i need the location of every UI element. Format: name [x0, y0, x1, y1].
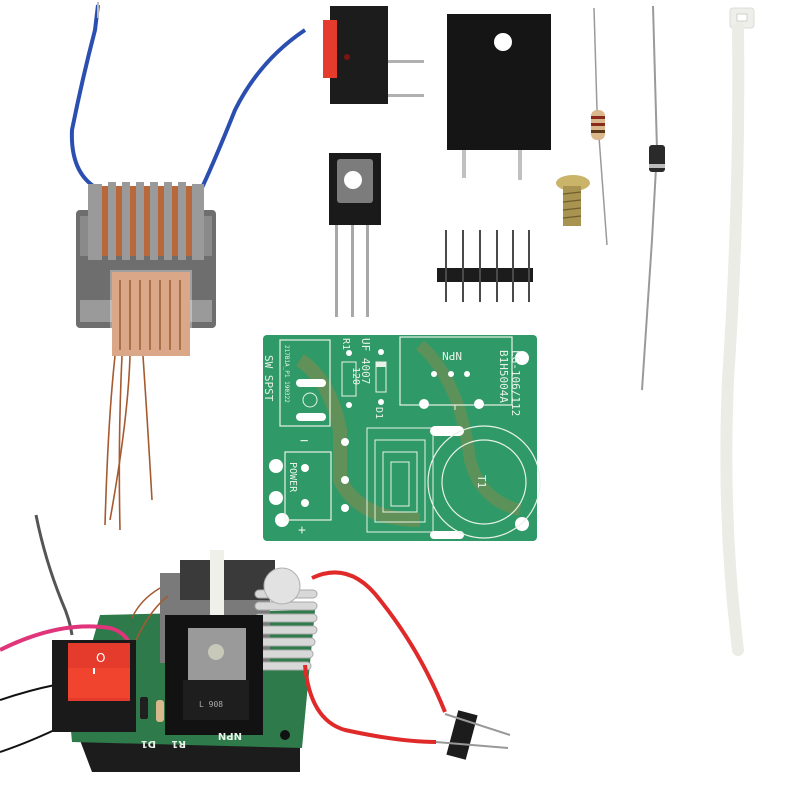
pcb-label-switch: SW SPST: [262, 355, 275, 402]
diode-part: [641, 5, 665, 391]
pcb-label-power: POWER: [287, 462, 298, 493]
svg-text:D1: D1: [141, 738, 156, 749]
transistor-part: [329, 153, 381, 317]
svg-text:O: O: [96, 651, 105, 665]
resistor-part: [591, 7, 608, 246]
pin-header-part: [437, 230, 533, 302]
pcb-label-minus: −: [300, 433, 308, 449]
pcb-label-code: B1H5004A: [497, 350, 510, 403]
pcb-label-t1: T1: [475, 475, 488, 488]
svg-text:NPN: NPN: [218, 730, 242, 741]
pcb-label-batch: 217B1A_P1 190322: [283, 345, 290, 403]
assembled-module: O L 908 D1 R1 NPN: [0, 514, 511, 772]
svg-text:L 908: L 908: [199, 700, 223, 709]
pcb-label-d1: D1: [373, 407, 384, 419]
pcb-label-resistor-value: 120: [350, 367, 361, 385]
pcb-board: [263, 335, 541, 541]
rocker-switch-part: [323, 6, 424, 104]
svg-text:R1: R1: [171, 738, 186, 749]
pcb-label-model: LG-106/112: [509, 350, 522, 416]
heatsink-part: [447, 14, 551, 180]
zip-tie-part: [720, 7, 755, 656]
pcb-label-npn: NPN: [442, 349, 462, 362]
pcb-label-plus: +: [298, 523, 306, 538]
pcb-label-r1: R1: [340, 338, 351, 350]
pcb-label-diode-part: UF 4007: [359, 338, 372, 384]
pcb-silkscreen: NPN LG-106/112 B1H5004A UF 4007 R1 120 D…: [262, 338, 522, 538]
transformer: [69, 2, 307, 531]
screw-part: [556, 175, 590, 226]
